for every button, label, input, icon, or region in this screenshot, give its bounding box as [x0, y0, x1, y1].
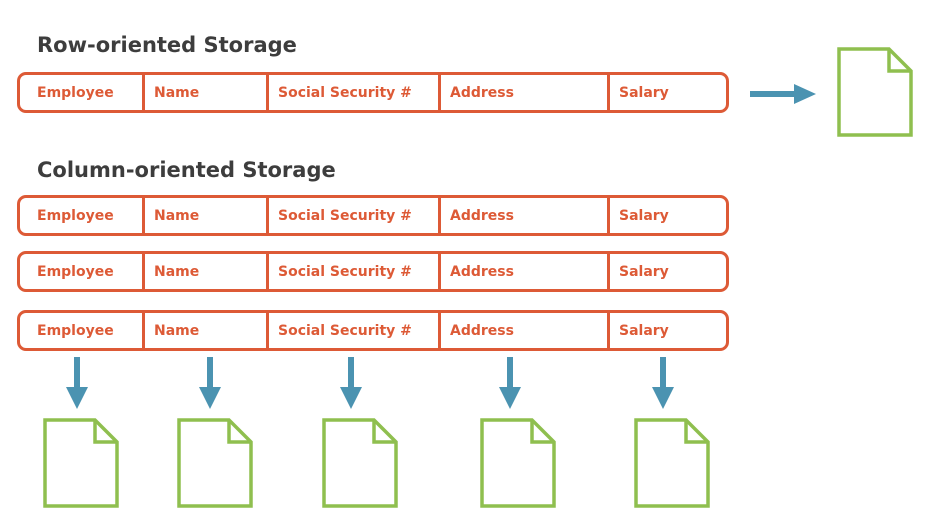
field-name: Name: [142, 313, 266, 348]
right-arrow-icon: [750, 84, 816, 104]
file-icon: [634, 418, 710, 508]
field-salary: Salary: [607, 254, 726, 289]
down-arrow-icon: [66, 357, 88, 409]
down-arrow-icon: [340, 357, 362, 409]
field-address: Address: [438, 75, 607, 110]
field-salary: Salary: [607, 313, 726, 348]
field-name: Name: [142, 198, 266, 233]
file-icon: [480, 418, 556, 508]
file-icon: [837, 47, 913, 137]
field-name: Name: [142, 75, 266, 110]
down-arrow-icon: [499, 357, 521, 409]
field-social-security: Social Security #: [266, 198, 438, 233]
field-address: Address: [438, 254, 607, 289]
field-social-security: Social Security #: [266, 313, 438, 348]
field-salary: Salary: [607, 75, 726, 110]
field-name: Name: [142, 254, 266, 289]
row-record: Employee Name Social Security # Address …: [17, 72, 729, 113]
field-address: Address: [438, 198, 607, 233]
field-employee: Employee: [37, 84, 114, 101]
field-salary: Salary: [607, 198, 726, 233]
field-social-security: Social Security #: [266, 75, 438, 110]
row-oriented-title: Row-oriented Storage: [37, 33, 297, 57]
down-arrow-icon: [652, 357, 674, 409]
field-social-security: Social Security #: [266, 254, 438, 289]
column-oriented-title: Column-oriented Storage: [37, 158, 336, 182]
field-address: Address: [438, 313, 607, 348]
field-employee: Employee: [37, 207, 114, 224]
column-record: Employee Name Social Security # Address …: [17, 310, 729, 351]
field-employee: Employee: [37, 322, 114, 339]
file-icon: [43, 418, 119, 508]
column-record: Employee Name Social Security # Address …: [17, 251, 729, 292]
file-icon: [322, 418, 398, 508]
field-employee: Employee: [37, 263, 114, 280]
down-arrow-icon: [199, 357, 221, 409]
column-record: Employee Name Social Security # Address …: [17, 195, 729, 236]
file-icon: [177, 418, 253, 508]
